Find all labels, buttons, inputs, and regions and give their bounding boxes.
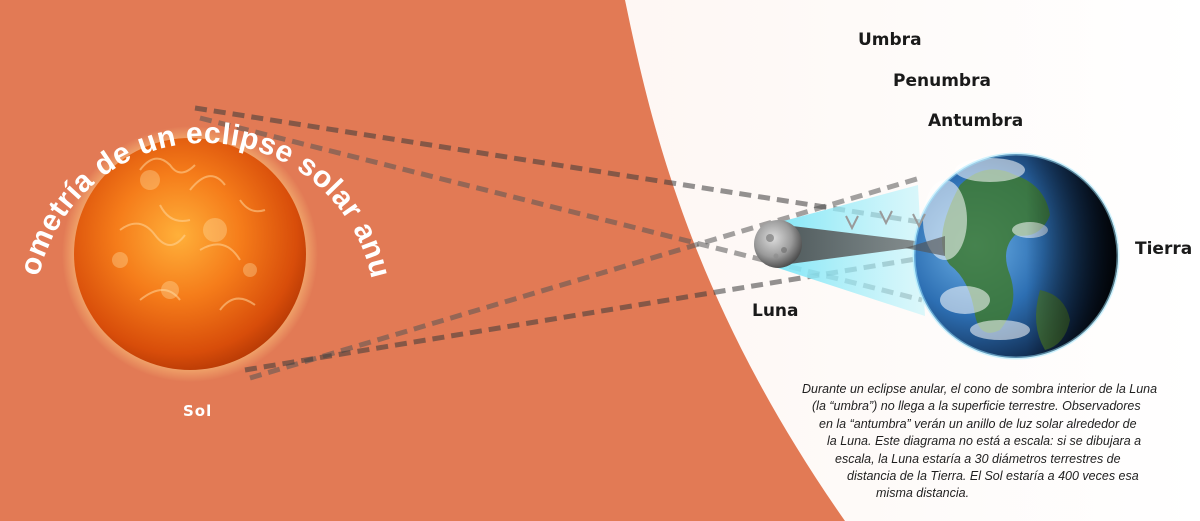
label-umbra: Umbra [858,30,922,50]
caption: Durante un eclipse anular, el cono de so… [772,381,1200,503]
shadow-arrows [845,70,926,231]
caption-line: (la “umbra”) no llega a la superficie te… [812,399,1141,414]
caption-line: Durante un eclipse anular, el cono de so… [802,382,1158,396]
umbra-arrowhead [845,215,859,231]
umbra-cone [782,225,940,265]
antumbra-arrowhead [912,213,926,229]
label-penumbra: Penumbra [893,71,991,91]
earth [912,152,1120,360]
label-earth: Tierra [1135,239,1193,259]
sun [62,126,318,382]
penumbra-arrowhead [879,210,893,226]
moon [754,220,802,268]
label-moon: Luna [752,301,799,321]
caption-line: misma distancia. [876,486,970,501]
label-antumbra: Antumbra [928,111,1024,131]
caption-line: escala, la Luna estaría a 30 diámetros t… [835,451,1121,466]
caption-line: distancia de la Tierra. El Sol estaría a… [847,469,1139,484]
antumbra-spot [905,236,945,256]
caption-line: en la “antumbra” verán un anillo de luz … [819,416,1137,431]
label-sun: Sol [183,402,213,420]
caption-line: la Luna. Este diagrama no está a escala:… [827,434,1142,449]
